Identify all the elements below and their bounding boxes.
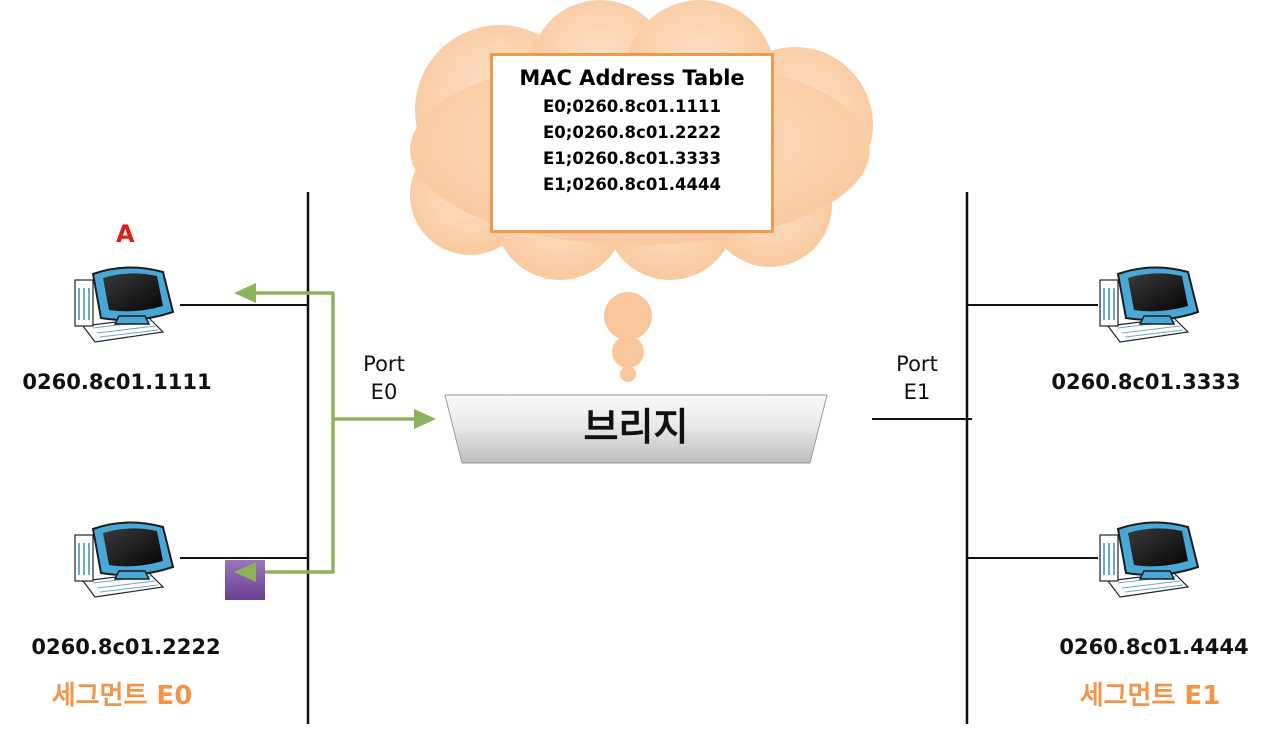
port-e1-label-line2: E1 <box>903 380 931 404</box>
host-c-computer-icon <box>1099 266 1199 343</box>
host-d-address: 0260.8c01.4444 <box>1059 635 1249 659</box>
mac-table-entry: E0;0260.8c01.2222 <box>543 123 721 142</box>
port-e1-label-line1: Port <box>896 352 938 376</box>
port-e1-label: Port E1 <box>877 350 957 406</box>
bridge-device <box>444 394 828 464</box>
thought-bubbles <box>604 292 652 382</box>
host-b-address: 0260.8c01.2222 <box>31 635 221 659</box>
mac-table-entry: E1;0260.8c01.3333 <box>543 149 721 168</box>
frame-arrow-head <box>234 562 256 582</box>
host-b-computer-icon <box>74 521 174 598</box>
mac-table-entry: E0;0260.8c01.1111 <box>543 97 721 116</box>
host-a-marker: A <box>116 220 135 248</box>
frame-flow-arrows <box>252 291 420 574</box>
bridge-label: 브리지 <box>583 405 689 449</box>
port-e0-label-line1: Port <box>363 352 405 376</box>
host-a-address: 0260.8c01.1111 <box>22 370 212 394</box>
mac-address-table: MAC Address Table E0;0260.8c01.1111 E0;0… <box>490 53 774 233</box>
arrow-heads <box>234 283 436 582</box>
port-e0-label: Port E0 <box>344 350 424 406</box>
host-d-computer-icon <box>1099 521 1199 598</box>
frame-block <box>225 560 265 600</box>
segment-e1-label: 세그먼트 E1 <box>1079 681 1221 711</box>
host-a-computer-icon <box>74 266 174 343</box>
mac-table-entry: E1;0260.8c01.4444 <box>543 175 721 194</box>
port-e0-label-line2: E0 <box>370 380 398 404</box>
segment-e0-label: 세그먼트 E0 <box>51 681 193 711</box>
mac-table-title: MAC Address Table <box>519 66 745 90</box>
host-c-address: 0260.8c01.3333 <box>1051 370 1241 394</box>
